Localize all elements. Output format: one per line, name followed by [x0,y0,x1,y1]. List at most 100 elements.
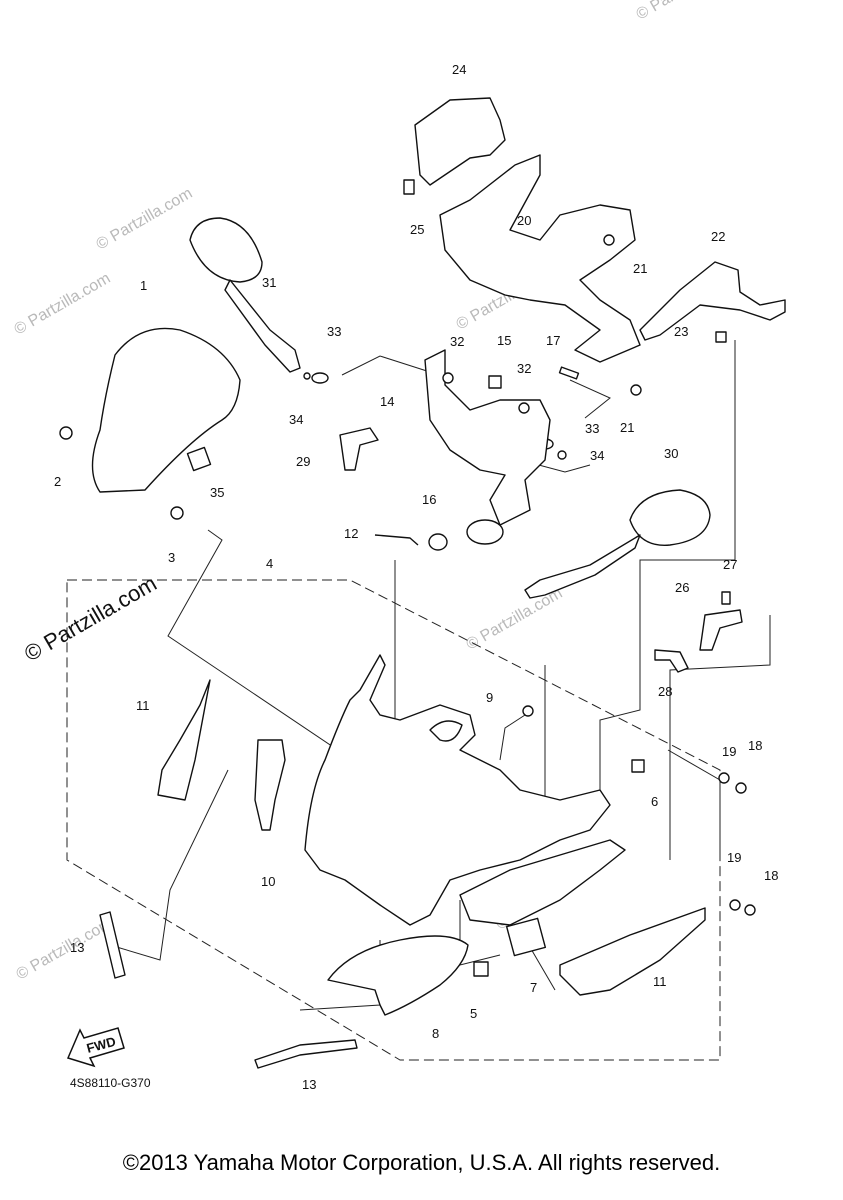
watermark: © Partzilla.com [14,915,116,984]
part-14-stay [424,349,551,526]
part-15-grommet [488,375,502,389]
part-35-label [186,446,212,472]
watermark: © Partzilla.com [634,0,736,23]
part-9-screw [522,705,534,717]
assembly-outline [66,579,721,1061]
part-label: 34 [590,448,604,463]
part-label: 27 [723,557,737,572]
part-label: 18 [748,738,762,753]
part-19-washer [729,899,741,911]
part-13-strip [99,911,126,979]
watermark: © Partzilla.com [12,270,114,339]
part-18-bolt [744,904,756,916]
watermark: © Partzilla.com [94,185,196,254]
part-11-decal [559,907,706,996]
part-3-grommet [170,506,184,520]
part-label: 35 [210,485,224,500]
part-22-bracket [639,261,786,341]
part-1-windscreen [91,327,241,493]
part-label: 32 [517,361,531,376]
part-31-mirror [189,217,263,283]
leader-lines [109,340,771,1011]
part-label: 23 [674,324,688,339]
watermark-main: © Partzilla.com [20,571,161,667]
part-label: 21 [633,261,647,276]
part-16-plate [466,519,504,545]
part-label: 7 [530,980,537,995]
part-label: 33 [585,421,599,436]
part-8-side-cover [327,935,469,1016]
part-6-clip [631,759,645,773]
part-label: 20 [517,213,531,228]
part-label: 10 [261,874,275,889]
part-29-bracket [339,427,379,471]
part-30-mirror [629,489,711,546]
fwd-arrow-icon: FWD [66,1027,125,1068]
part-label: 32 [450,334,464,349]
part-label: 19 [722,744,736,759]
part-26-bracket [699,609,743,651]
part-20-inner-panel [439,154,641,363]
part-label: 26 [675,580,689,595]
part-label: 34 [289,412,303,427]
part-11-side-cover [157,679,211,801]
part-7-label [505,917,547,957]
part-label: 13 [302,1077,316,1092]
part-label: 18 [764,868,778,883]
part-12-clip [374,534,419,546]
part-27-clip [721,591,731,605]
part-31-mirror-stem [224,279,301,373]
part-label: 13 [70,940,84,955]
part-25-clip [403,179,415,195]
part-label: 1 [140,278,147,293]
part-label: 21 [620,420,634,435]
part-label: 9 [486,690,493,705]
fwd-label: FWD [85,1034,117,1056]
part-label: 8 [432,1026,439,1041]
part-label: 3 [168,550,175,565]
part-label: 33 [327,324,341,339]
part-label: 2 [54,474,61,489]
part-21-screw [630,384,642,396]
part-32-nut [518,402,530,414]
part-17-bolt [558,366,580,380]
part-label: 24 [452,62,466,77]
part-33-damper [311,372,329,384]
part-18-bolt [735,782,747,794]
part-label: 31 [262,275,276,290]
part-24-cover [414,97,506,186]
part-label: 14 [380,394,394,409]
part-28-clamp [654,649,689,673]
part-label: 22 [711,229,725,244]
part-4-under-panel [459,839,626,926]
part-label: 16 [422,492,436,507]
part-label: 29 [296,454,310,469]
part-label: 19 [727,850,741,865]
part-label: 15 [497,333,511,348]
part-30-mirror-stem [524,534,641,599]
part-label: 6 [651,794,658,809]
part-21-screw [603,234,615,246]
part-label: 11 [136,698,150,713]
watermark: © Partzilla.com [464,585,566,654]
part-label: 25 [410,222,424,237]
part-2-screw [59,426,73,440]
part-4-intake [429,720,463,742]
part-4-upper-cowl [304,654,611,926]
part-23-nut [715,331,727,343]
diagram-code: 4S88110-G370 [70,1076,151,1090]
part-34-nut [557,450,567,460]
part-label: 11 [653,974,667,989]
part-label: 5 [470,1006,477,1021]
part-label: 4 [266,556,273,571]
part-5-clip [473,961,489,977]
part-19-washer [718,772,730,784]
part-34-nut [303,372,311,380]
copyright-footer: ©2013 Yamaha Motor Corporation, U.S.A. A… [122,1150,721,1175]
part-13-strip [254,1039,358,1069]
part-16-grommet [428,533,448,551]
part-32-nut [442,372,454,384]
parts [59,97,786,1069]
part-label: 28 [658,684,672,699]
